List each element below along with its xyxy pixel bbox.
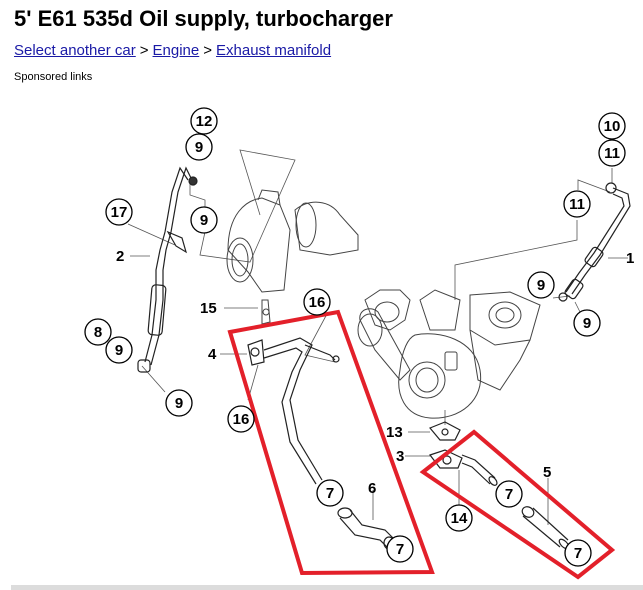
part-label-3: 3 — [396, 448, 404, 465]
callout-text: 7 — [574, 545, 582, 562]
breadcrumb-link-engine[interactable]: Engine — [152, 42, 200, 59]
callout-text: 17 — [111, 204, 128, 221]
leader-lines — [127, 149, 628, 525]
callout-text: 12 — [196, 113, 213, 130]
breadcrumb-link-exhaust-manifold[interactable]: Exhaust manifold — [216, 42, 332, 59]
highlight-box-left — [227, 309, 435, 576]
callout-text: 9 — [200, 212, 208, 229]
sponsored-links-label: Sponsored links — [14, 71, 93, 83]
callout-9: 9 — [527, 271, 555, 299]
callout-text: 11 — [604, 145, 620, 162]
callout-9: 9 — [190, 206, 218, 234]
callout-text: 8 — [94, 324, 102, 341]
callout-10: 10 — [598, 112, 626, 140]
page-title: 5' E61 535d Oil supply, turbocharger — [14, 6, 393, 31]
oil-line-part-1 — [558, 182, 631, 302]
callout-text: 9 — [195, 139, 203, 156]
breadcrumb: Select another car>Engine>Exhaust manifo… — [14, 42, 331, 59]
callout-text: 9 — [115, 342, 123, 359]
callout-8: 8 — [84, 318, 112, 346]
callout-7: 7 — [386, 535, 414, 563]
callout-9: 9 — [165, 389, 193, 417]
callout-text: 9 — [175, 395, 183, 412]
callout-9: 9 — [573, 309, 601, 337]
callout-text: 7 — [396, 541, 404, 558]
part-label-4: 4 — [208, 346, 217, 363]
callout-7: 7 — [316, 479, 344, 507]
part-label-2: 2 — [116, 248, 124, 265]
callout-text: 7 — [505, 486, 513, 503]
page-footer-bar — [11, 585, 643, 590]
breadcrumb-separator: > — [203, 42, 212, 59]
part-label-6: 6 — [368, 480, 376, 497]
part-label-1: 1 — [626, 250, 634, 267]
callout-9: 9 — [105, 336, 133, 364]
part-label-15: 15 — [200, 300, 217, 317]
hose-part-6 — [337, 507, 395, 550]
callout-17: 17 — [105, 198, 133, 226]
callout-text: 11 — [569, 196, 585, 213]
part-label-5: 5 — [543, 464, 551, 481]
callout-text: 10 — [604, 118, 621, 135]
gasket-and-pipe-parts-3-13 — [429, 421, 498, 486]
callout-14: 14 — [445, 504, 473, 532]
breadcrumb-separator: > — [139, 42, 149, 59]
callout-text: 9 — [537, 277, 545, 294]
callout-11: 11 — [563, 190, 591, 218]
breadcrumb-link-select-car[interactable]: Select another car — [14, 42, 136, 59]
turbocharger-main — [357, 289, 541, 419]
callout-text: 16 — [233, 411, 250, 428]
callout-12: 12 — [190, 107, 218, 135]
callout-text: 9 — [583, 315, 591, 332]
callout-9: 9 — [185, 133, 213, 161]
callout-text: 16 — [309, 294, 326, 311]
callout-text: 14 — [451, 510, 468, 527]
callout-7: 7 — [495, 480, 523, 508]
turbo-upper-fragment — [226, 189, 359, 325]
callout-16: 16 — [227, 405, 255, 433]
callout-text: 7 — [326, 485, 334, 502]
oil-line-part-2 — [137, 166, 198, 373]
highlight-box-right — [419, 429, 616, 580]
callout-7: 7 — [564, 539, 592, 567]
callout-11: 11 — [598, 139, 626, 167]
oil-return-pipe-part-4 — [247, 337, 340, 485]
callout-16: 16 — [303, 288, 331, 316]
part-label-13: 13 — [386, 424, 403, 441]
